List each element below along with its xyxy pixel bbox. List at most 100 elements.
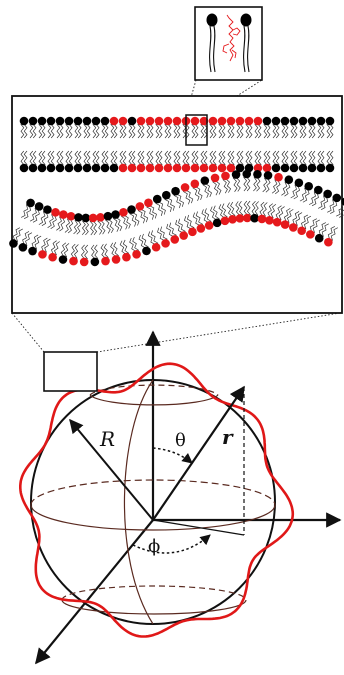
lipid-head	[172, 163, 182, 173]
lipid-head	[242, 169, 252, 179]
lipid-head	[79, 257, 89, 267]
lipid-head	[119, 207, 128, 217]
lipid-head	[51, 208, 60, 217]
lipid-head	[253, 169, 262, 179]
lipid-head	[163, 116, 173, 126]
radius-vector	[69, 418, 154, 521]
lipid-head	[91, 163, 101, 173]
lipid-head	[81, 213, 91, 223]
lipid-head	[111, 210, 120, 219]
meridian	[123, 379, 154, 625]
lipid-head	[74, 213, 83, 222]
lipid-head	[217, 116, 227, 126]
projection-lines	[152, 387, 245, 536]
sphere-zoom-marker	[43, 351, 98, 392]
lipid-head	[226, 116, 236, 126]
lipid-head	[109, 163, 119, 173]
lipid-head	[325, 163, 335, 173]
lipid-head	[280, 220, 290, 229]
bilayer-zoom-marker	[185, 114, 208, 146]
deformed-surface	[19, 362, 295, 638]
lipid-head	[314, 233, 324, 243]
lipid-head	[38, 250, 47, 259]
phi-label: ϕ	[148, 536, 160, 557]
lipid-head	[190, 179, 200, 189]
lipid-head	[59, 210, 68, 219]
lipid-head	[244, 116, 254, 126]
lipid-head	[111, 255, 121, 264]
lipid-head	[298, 163, 308, 173]
lipid-head	[271, 163, 281, 173]
lipid-head	[100, 116, 110, 126]
lipid-head	[235, 116, 245, 126]
r-label: r	[222, 425, 234, 449]
lipid-head	[242, 213, 252, 223]
lipid-head	[324, 237, 333, 247]
lipid-head	[43, 205, 52, 214]
theta-arc	[152, 447, 193, 464]
lipid-head	[271, 116, 281, 126]
lipid-head	[212, 218, 222, 228]
lipid-head	[69, 256, 78, 266]
lipid-head	[170, 235, 180, 244]
lipid-head	[136, 163, 146, 173]
lipid-head	[289, 163, 299, 173]
lipid-head	[297, 226, 306, 236]
phi-arc	[132, 534, 211, 554]
lipid-head	[96, 213, 105, 222]
lipid-head	[145, 163, 155, 173]
lipid-head	[325, 116, 335, 126]
lipid-head	[341, 197, 344, 206]
lipid-head	[210, 173, 220, 183]
lipid-head	[122, 252, 131, 262]
lipid-head	[190, 116, 200, 126]
lipid-head	[306, 230, 315, 239]
lipid-head	[66, 211, 76, 221]
lipid-head	[161, 190, 171, 200]
lipid-head	[263, 171, 273, 180]
lipid-head	[199, 163, 209, 173]
lipid-head	[46, 116, 56, 126]
lipid-head	[208, 116, 218, 126]
lipid-head	[127, 205, 136, 214]
sphere-diagram: R θ r ϕ	[19, 330, 342, 665]
lipid-head	[101, 256, 110, 266]
lipid-head	[18, 243, 28, 252]
lipid-head	[262, 116, 272, 126]
lipid-head	[257, 214, 267, 224]
lipid-head	[135, 202, 145, 211]
lipid-head	[109, 116, 119, 126]
lipid-head	[136, 116, 146, 126]
lipid-head	[199, 116, 209, 126]
lipid-head	[172, 116, 182, 126]
lipid-head	[26, 198, 35, 208]
lipid-head	[151, 242, 161, 252]
lipid-head	[332, 193, 342, 203]
lipid-head	[19, 163, 29, 173]
lipid-head	[200, 176, 210, 185]
lipid-head	[37, 163, 47, 173]
lipid-head	[144, 198, 153, 208]
lipid-head	[179, 231, 189, 240]
lipid-head	[316, 116, 326, 126]
lipid-head	[294, 178, 304, 188]
lipid-head	[304, 181, 314, 191]
lipid-head	[64, 163, 74, 173]
lipid-head	[316, 163, 326, 173]
lipid-head	[64, 116, 74, 126]
lipid-head	[274, 172, 283, 182]
lipid-head	[228, 215, 237, 224]
lipid-head	[142, 246, 151, 256]
lipid-head	[221, 171, 230, 181]
lipid-head	[323, 189, 332, 199]
lipid-head	[253, 163, 263, 173]
lipid-head	[82, 163, 92, 173]
lipid-head	[118, 163, 128, 173]
lipid-head	[208, 163, 218, 173]
lipid-head	[145, 116, 155, 126]
lipid-head	[118, 116, 128, 126]
lipid-head	[163, 163, 173, 173]
lipid-head	[289, 116, 299, 126]
lipid-head	[91, 116, 101, 126]
